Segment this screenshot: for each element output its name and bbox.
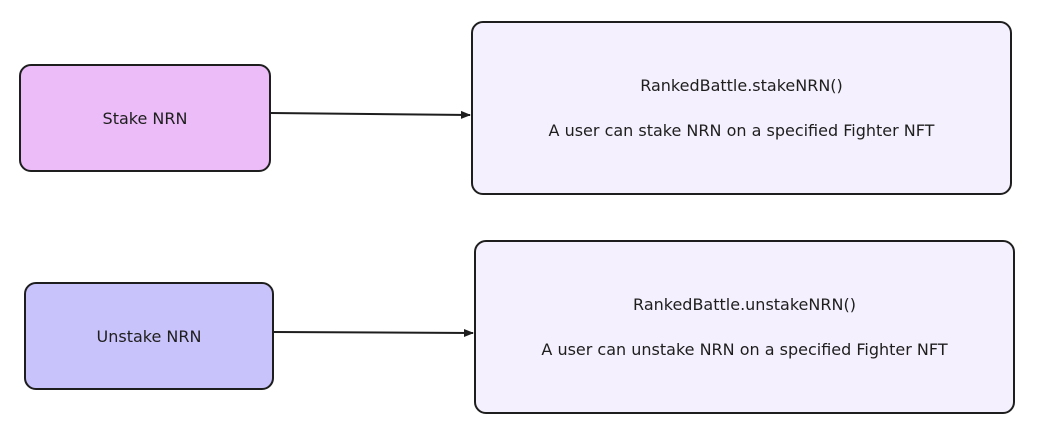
unstake-nrn-label: Unstake NRN — [96, 326, 202, 346]
stake-description: A user can stake NRN on a specified Figh… — [548, 121, 935, 140]
stake-nrn-box: Stake NRN — [19, 64, 271, 172]
unstake-arrow — [273, 328, 474, 337]
stake-arrow — [270, 110, 471, 119]
unstake-nrn-box: Unstake NRN — [24, 282, 274, 390]
stake-function-name: RankedBattle.stakeNRN() — [640, 76, 843, 95]
stake-nrn-detail-box: RankedBattle.stakeNRN() A user can stake… — [471, 21, 1012, 195]
unstake-description: A user can unstake NRN on a specified Fi… — [541, 340, 948, 359]
unstake-function-name: RankedBattle.unstakeNRN() — [633, 295, 856, 314]
unstake-nrn-detail-box: RankedBattle.unstakeNRN() A user can uns… — [474, 240, 1015, 414]
stake-nrn-label: Stake NRN — [102, 108, 188, 128]
